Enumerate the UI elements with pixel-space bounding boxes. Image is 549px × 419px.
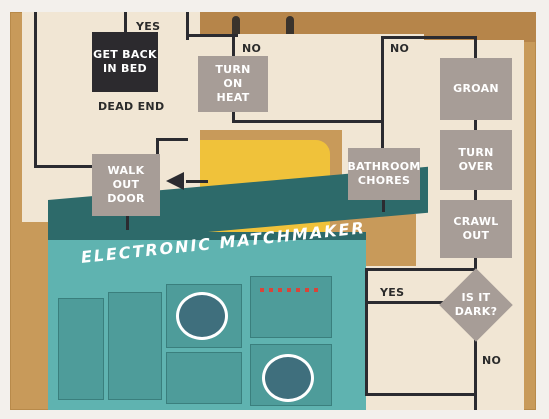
connector-line (381, 36, 384, 148)
rooftop-figure-icon (286, 16, 294, 34)
connector-line (126, 216, 129, 230)
machine-panel (108, 292, 162, 400)
connector-line (474, 258, 477, 274)
walk-out-door-box: WALK OUT DOOR (92, 154, 160, 216)
connector-line (186, 34, 238, 37)
connector-line (365, 268, 368, 396)
connector-line (124, 12, 127, 32)
connector-line (186, 12, 189, 40)
connector-line (232, 34, 235, 56)
turn-on-heat-box: TURN ON HEAT (198, 56, 268, 112)
connector-line (156, 138, 159, 154)
is-it-dark-label: IS IT DARK? (454, 291, 498, 318)
tape-reel-icon (176, 292, 228, 340)
machine-panel (250, 276, 332, 338)
rooftop-figure-icon (232, 16, 240, 34)
yes-dark-label: YES (380, 286, 405, 299)
groan-box: GROAN (440, 58, 512, 120)
connector-line (156, 138, 188, 141)
connector-line (474, 336, 477, 410)
bathroom-chores-box: BATHROOM CHORES (347, 148, 420, 200)
no-top-right-label: NO (390, 42, 410, 55)
turn-over-box: TURN OVER (440, 130, 512, 190)
crawl-out-box: CRAWL OUT (440, 200, 512, 258)
connector-line (474, 120, 477, 130)
machine-front-shade (48, 232, 366, 240)
connector-line (382, 198, 385, 212)
no-heat-label: NO (242, 42, 262, 55)
get-back-in-bed-box: GET BACK IN BED (92, 32, 158, 92)
connector-line (34, 165, 92, 168)
connector-line (365, 393, 475, 396)
yes-top-label: YES (136, 20, 161, 33)
connector-line (232, 120, 384, 123)
connector-line (365, 301, 445, 304)
tape-reel-icon (262, 354, 314, 402)
postcard: ELECTRONIC MATCHMAKER GET BACK IN BED TU… (10, 12, 536, 410)
arrow-left-icon (166, 172, 184, 190)
connector-line (232, 109, 235, 123)
connector-line (365, 268, 475, 271)
connector-line (474, 190, 477, 200)
dead-end-label: DEAD END (98, 100, 165, 113)
connector-line (474, 36, 477, 58)
connector-line (34, 12, 37, 168)
connector-line (381, 36, 477, 39)
machine-panel (166, 352, 242, 404)
indicator-lights (260, 288, 320, 292)
connector-line (186, 180, 208, 183)
machine-panel (58, 298, 104, 400)
no-bottom-label: NO (482, 354, 502, 367)
